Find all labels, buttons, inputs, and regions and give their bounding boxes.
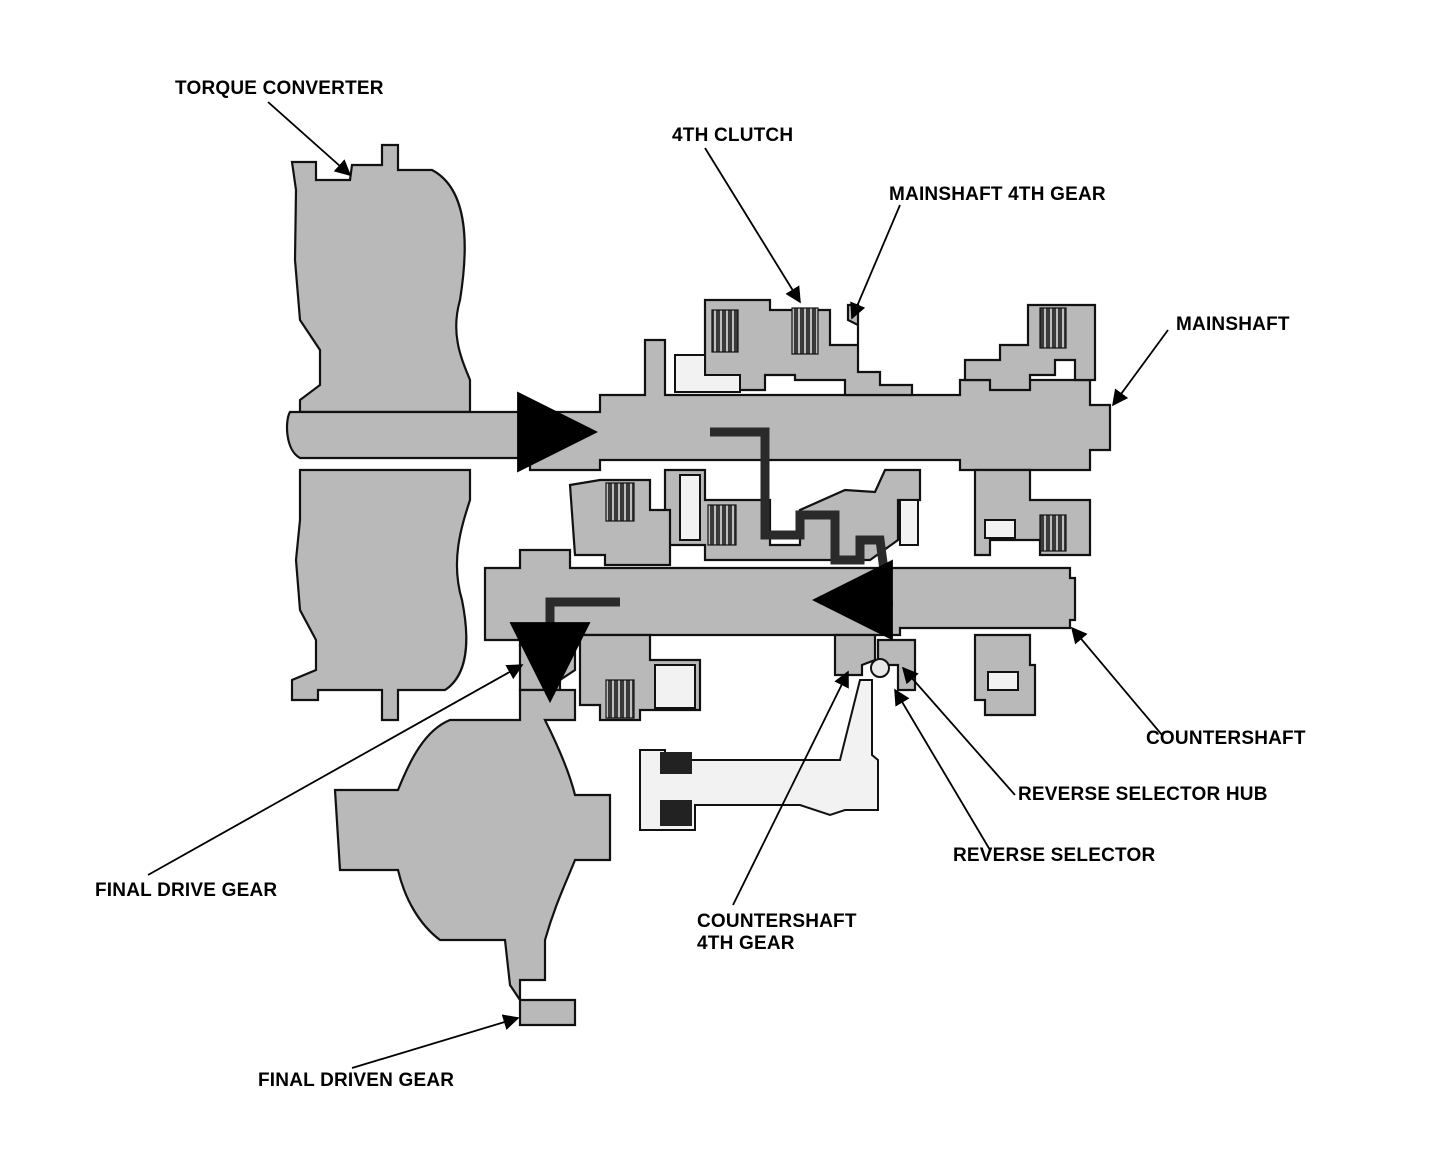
countershaft-right-inner xyxy=(984,519,1016,539)
differential-housing xyxy=(333,688,612,1027)
label-countershaft: COUNTERSHAFT xyxy=(1146,728,1306,749)
countershaft-right-lower-inner xyxy=(987,671,1019,691)
countershaft-lower-clutch-plates xyxy=(605,679,635,719)
reverse-selector-part xyxy=(870,658,890,678)
power-flow-countershaft xyxy=(509,597,620,704)
torque-converter-housing xyxy=(290,143,472,414)
leader-4th-clutch xyxy=(704,147,801,304)
mainshaft-inner-detail xyxy=(674,354,741,393)
label-mainshaft-4th-gear: MAINSHAFT 4TH GEAR xyxy=(889,184,1106,205)
label-4th-clutch: 4TH CLUTCH xyxy=(672,125,794,146)
fork-plate-upper xyxy=(660,752,692,774)
leader-countershaft-4th-gear xyxy=(732,670,849,906)
torque-converter-lower xyxy=(290,468,472,722)
countershaft-mid-clutch-plates xyxy=(707,504,737,546)
leader-torque-converter xyxy=(267,101,352,177)
leader-final-driven-gear xyxy=(351,1014,520,1069)
leader-reverse-selector-hub xyxy=(901,666,1016,796)
fourth-clutch-plates xyxy=(711,309,739,353)
countershaft-lower-inner xyxy=(654,664,696,709)
leader-mainshaft-4th-gear xyxy=(850,204,901,320)
leader-final-drive-gear xyxy=(147,664,524,876)
reverse-shift-fork xyxy=(639,679,879,831)
countershaft-right-hub xyxy=(973,468,1092,557)
mainshaft-body xyxy=(285,338,1112,472)
leader-lines xyxy=(147,101,1169,1069)
countershaft-hub-upper xyxy=(568,478,672,567)
countershaft-left-clutch-plates xyxy=(605,482,635,522)
label-countershaft-4th-gear-line1: COUNTERSHAFT xyxy=(697,911,857,932)
label-reverse-selector: REVERSE SELECTOR xyxy=(953,845,1156,866)
label-mainshaft: MAINSHAFT xyxy=(1176,314,1290,335)
mainshaft-lower-inner xyxy=(679,474,701,541)
right-clutch-drum xyxy=(963,303,1097,392)
selector-sleeve xyxy=(899,499,919,546)
fork-plate-lower xyxy=(660,800,692,826)
label-reverse-selector-hub: REVERSE SELECTOR HUB xyxy=(1018,784,1268,805)
label-torque-converter: TORQUE CONVERTER xyxy=(175,78,384,99)
leader-reverse-selector xyxy=(894,688,991,851)
countershaft-4th-gear xyxy=(833,633,877,677)
power-flow-into-clutch xyxy=(710,427,894,641)
countershaft-right-clutch-plates xyxy=(1039,514,1067,552)
mainshaft-4th-gear-plates xyxy=(791,307,819,355)
label-final-driven-gear: FINAL DRIVEN GEAR xyxy=(258,1070,455,1091)
leader-mainshaft xyxy=(1112,329,1169,407)
label-final-drive-gear: FINAL DRIVE GEAR xyxy=(95,880,278,901)
label-countershaft-4th-gear-line2: 4TH GEAR xyxy=(697,933,795,954)
leader-countershaft xyxy=(1070,626,1163,736)
right-clutch-plates xyxy=(1039,307,1067,349)
